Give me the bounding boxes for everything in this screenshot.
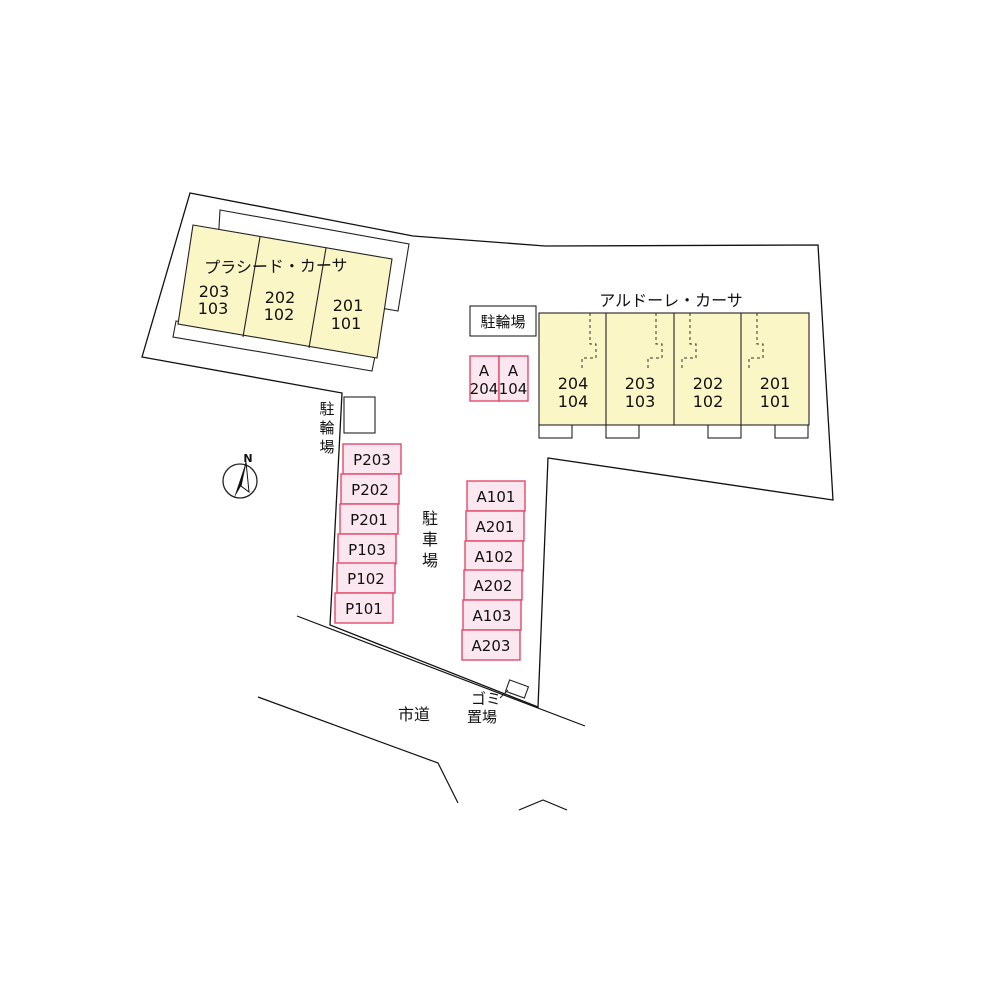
east-unit-lower: 102 [693, 392, 724, 411]
west-unit-upper: 203 [199, 282, 230, 301]
parking-space [334, 592, 394, 624]
parking-space-label: P203 [353, 451, 391, 469]
parking-space-label: A202 [474, 577, 513, 595]
bicycle-parking-west-label: 輪 [319, 419, 334, 437]
west-unit-upper: 201 [333, 296, 364, 315]
parking-space [342, 443, 402, 475]
parking-space-label: P202 [351, 481, 389, 499]
compass-needle-icon [234, 462, 246, 498]
parking-space-label: P102 [347, 570, 385, 588]
compass-needle-outline [240, 461, 250, 494]
east-unit-upper: 201 [760, 374, 791, 393]
garbage-area [504, 679, 530, 699]
road-edge-upper [296, 615, 586, 727]
east-unit-tab [605, 423, 640, 439]
parking-space-label: 204 [470, 380, 499, 398]
parking-column-a: A101 A201 A102 A202 A103 A203 [461, 480, 526, 661]
east-building-name: アルドーレ・カーサ [599, 291, 743, 310]
east-unit-upper: 202 [693, 374, 724, 393]
parking-space [464, 540, 524, 572]
garbage-label: ゴミ [471, 690, 501, 708]
parking-space-label: P201 [350, 511, 388, 529]
east-unit-lower: 101 [760, 392, 791, 411]
bicycle-parking-east-label: 駐輪場 [480, 313, 525, 331]
west-unit-lower: 101 [331, 314, 362, 333]
east-unit-upper: 204 [558, 374, 589, 393]
parking-space-label: A203 [472, 637, 511, 655]
parking-space [465, 510, 525, 542]
site-boundary [141, 192, 834, 708]
parking-space [463, 569, 523, 601]
garbage-area-leader [499, 689, 509, 699]
parking-space [340, 473, 400, 505]
parking-space-label: A101 [477, 488, 516, 506]
east-unit-lower: 103 [625, 392, 656, 411]
parking-space [461, 629, 521, 661]
parking-space-label: 104 [499, 380, 528, 398]
west-unit-upper: 202 [265, 288, 296, 307]
parking-space-label: A102 [475, 548, 514, 566]
east-unit-tab [774, 423, 809, 439]
building-west: プラシード・カーサ 203 103 202 102 201 101 [172, 209, 410, 372]
parking-space [339, 503, 399, 535]
parking-space-label: A [508, 362, 519, 380]
road-edge-lower [257, 696, 459, 804]
bicycle-parking-west [343, 396, 376, 434]
road-edge-corner [518, 799, 568, 811]
parking-lot-label: 駐 [422, 509, 438, 528]
parking-space-label: P101 [345, 600, 383, 618]
building-east: アルドーレ・カーサ 204 104 203 103 202 102 201 10… [538, 291, 810, 439]
parking-space-label: A103 [473, 607, 512, 625]
parking-space-label: A201 [476, 518, 515, 536]
west-unit-divider [242, 236, 261, 338]
parking-lot-label: 車 [422, 530, 438, 549]
parking-space [337, 533, 397, 565]
bicycle-parking-west-label: 駐 [319, 400, 334, 418]
parking-space [498, 355, 529, 402]
west-unit-lower: 103 [198, 299, 229, 318]
west-building-body [177, 224, 393, 359]
parking-space-label: A [479, 362, 490, 380]
east-unit-stair-outline [581, 313, 597, 368]
west-unit-lower: 102 [264, 305, 295, 324]
bicycle-parking-west-label: 場 [319, 438, 334, 456]
garbage-label: 置場 [467, 708, 497, 726]
east-unit-stair-outline [748, 313, 764, 368]
parking-lot-label: 場 [422, 551, 438, 570]
compass-north-label: N [243, 452, 252, 465]
west-unit-divider [308, 247, 327, 349]
parking-space [462, 599, 522, 631]
east-unit-upper: 203 [625, 374, 656, 393]
road-label: 市道 [398, 705, 430, 724]
east-unit-tab [707, 423, 742, 439]
bicycle-parking-east [469, 305, 537, 337]
parking-space-label: P103 [348, 541, 386, 559]
parking-space [466, 480, 526, 512]
east-unit-stair-outline [681, 313, 697, 368]
east-unit-tab [538, 423, 573, 439]
north-compass: N [222, 452, 258, 499]
west-building-name: プラシード・カーサ [204, 256, 348, 277]
east-unit-lower: 104 [558, 392, 589, 411]
east-unit-stair-outline [647, 313, 663, 368]
parking-column-p: P203 P202 P201 P103 P102 P101 [334, 443, 402, 624]
